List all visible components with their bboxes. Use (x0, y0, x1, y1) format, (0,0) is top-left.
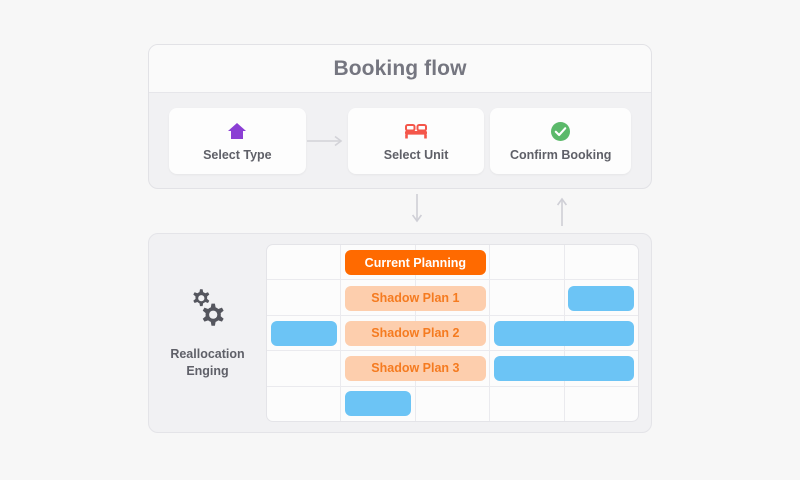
bar-current-planning[interactable]: Current Planning (345, 250, 486, 276)
grid-cell[interactable] (416, 315, 491, 351)
reallocation-engine-block: Reallocation Enging (149, 286, 266, 380)
bar-shadow-plan[interactable]: Shadow Plan 2 (345, 320, 486, 346)
grid-cell[interactable] (416, 351, 491, 386)
step-label-select-type: Select Type (203, 148, 272, 162)
step-label-select-unit: Select Unit (383, 148, 449, 162)
house-icon (226, 120, 248, 142)
grid-cell[interactable] (267, 315, 342, 351)
bed-icon (403, 120, 429, 142)
check-circle-icon (550, 120, 571, 142)
gears-icon (183, 286, 233, 337)
booking-flow-panel: Booking flow Select Type (148, 44, 652, 189)
engine-label-line2: Enging (186, 364, 229, 378)
step-label-confirm-booking: Confirm Booking (509, 148, 612, 162)
bar-allocation-block[interactable] (493, 355, 634, 381)
panel-connectors (148, 189, 652, 233)
grid-cell[interactable] (341, 386, 416, 421)
booking-flow-steps: Select Type Select Unit (149, 93, 651, 188)
engine-label-line1: Reallocation (170, 347, 245, 362)
bar-shadow-plan[interactable]: Shadow Plan 1 (345, 285, 486, 311)
grid-row (267, 386, 638, 421)
grid-cell[interactable] (490, 386, 565, 421)
grid-cell[interactable] (267, 351, 342, 386)
grid-cell[interactable] (267, 245, 342, 280)
grid-cell[interactable] (490, 280, 565, 315)
bar-allocation-block[interactable] (493, 320, 634, 346)
step-card-confirm-booking[interactable]: Confirm Booking (490, 108, 631, 174)
step-card-select-unit[interactable]: Select Unit (347, 108, 485, 174)
booking-flow-header: Booking flow (149, 45, 651, 93)
grid-cell[interactable] (416, 245, 491, 280)
step-card-select-type[interactable]: Select Type (169, 108, 306, 174)
reallocation-engine-label: Reallocation Enging (170, 346, 244, 380)
bar-shadow-plan[interactable]: Shadow Plan 3 (345, 355, 486, 381)
arrow-down-icon (410, 193, 424, 232)
grid-cell[interactable] (267, 386, 342, 421)
page-title: Booking flow (333, 56, 467, 80)
bar-allocation-block[interactable] (345, 391, 412, 417)
grid-cell[interactable] (416, 280, 491, 315)
arrow-right-icon (306, 135, 348, 147)
bar-allocation-block[interactable] (567, 285, 634, 311)
arrow-up-icon (555, 193, 569, 232)
grid-cell[interactable] (490, 245, 565, 280)
grid-cell[interactable] (416, 386, 491, 421)
bar-allocation-block[interactable] (271, 320, 338, 346)
grid-cell[interactable] (267, 280, 342, 315)
